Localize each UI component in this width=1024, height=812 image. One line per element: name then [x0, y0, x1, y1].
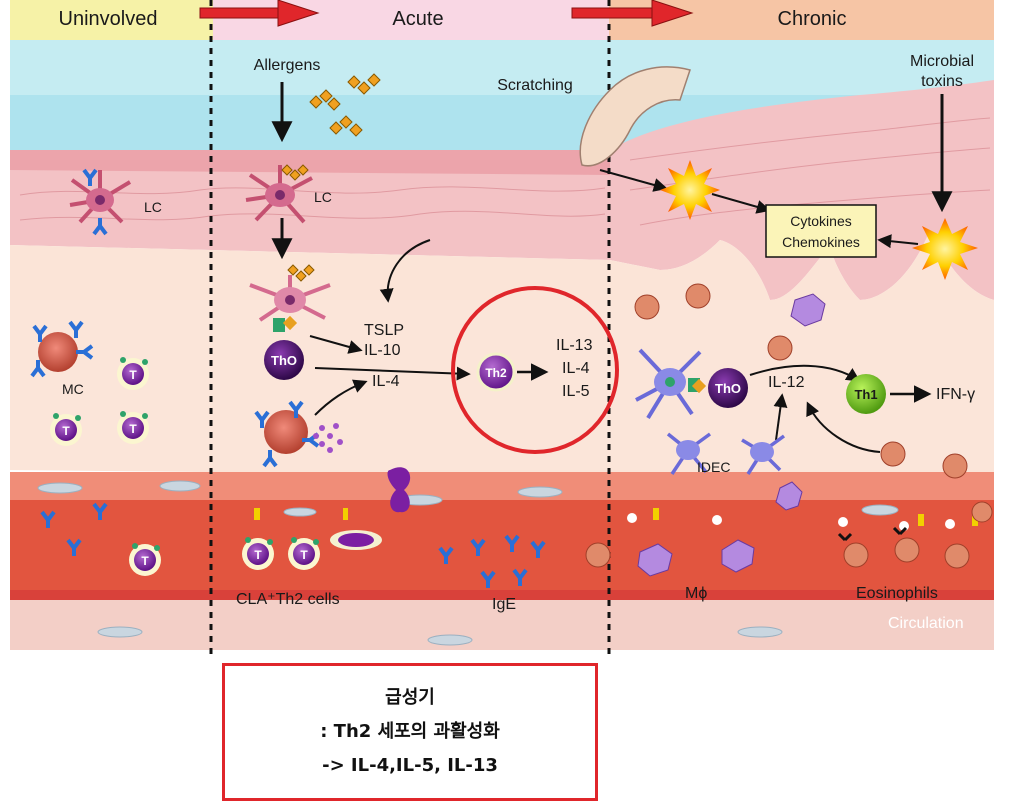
th0-cell-acute [264, 340, 304, 380]
il10-label: IL-10 [364, 342, 401, 359]
dendritic-cell-chronic [635, 348, 702, 420]
ige-uninvolved [40, 502, 108, 556]
scratch-arrow-1 [599, 169, 668, 192]
stage-arrow-1 [199, 0, 320, 27]
stage-uninvolved: Uninvolved [59, 8, 158, 30]
t-label-4: T [141, 554, 149, 568]
th2-highlight-circle [451, 286, 619, 454]
th1-cell [846, 374, 886, 414]
il4-label: IL-4 [372, 373, 400, 390]
t-label-1: T [129, 368, 137, 382]
il12-label: IL-12 [768, 374, 805, 391]
t-label-5: T [254, 548, 262, 562]
allergen-particles [309, 73, 381, 137]
macrophage-dermis [790, 293, 826, 327]
th2-label: Th2 [485, 366, 507, 380]
acute-phase-note: 급성기 : Th2 세포의 과활성화 -> IL-4,IL-5, IL-13 [222, 663, 598, 801]
ige-label: IgE [492, 596, 516, 613]
mast-cell-uninvolved [30, 320, 94, 378]
lc-label-uninvolved: LC [144, 199, 162, 215]
th0-cell-chronic [708, 368, 748, 408]
finger-icon [579, 66, 691, 167]
note-line-2: : Th2 세포의 과활성화 [320, 721, 500, 742]
il4-out-label: IL-4 [562, 360, 590, 377]
t-cell-uninvolved-2 [50, 413, 82, 446]
ifn-label: IFN-γ [936, 386, 975, 403]
mc-label: MC [62, 381, 84, 397]
cla-th2-label: CLA⁺Th2 cells [236, 591, 340, 608]
rolling-t-cell [330, 508, 382, 550]
epidermis [10, 80, 994, 300]
idec-label: IDEC [697, 459, 730, 475]
burst-icon [660, 160, 720, 220]
cytokines-label: Cytokines [790, 213, 851, 229]
t-label-3: T [129, 422, 137, 436]
t-cell-uninvolved-1 [117, 357, 149, 390]
extravasating-cell [387, 467, 411, 513]
stage-acute: Acute [392, 8, 443, 30]
eosinophil-dermis [634, 283, 968, 479]
lc-label-acute: LC [314, 189, 332, 205]
stage-chronic: Chronic [778, 8, 847, 30]
note-line-3: -> IL-4,IL-5, IL-13 [322, 755, 498, 776]
mast-cell-acute [254, 400, 343, 468]
tslp-label: TSLP [364, 322, 404, 339]
lc-cell-acute [245, 164, 313, 224]
circulation-label: Circulation [888, 615, 964, 632]
macrophages-vessel [637, 481, 803, 577]
t-label-2: T [62, 424, 70, 438]
il5-out-label: IL-5 [562, 383, 590, 400]
t-cell-vessel-2 [242, 537, 274, 570]
lc-cell-uninvolved [69, 168, 132, 236]
chemokines-label: Chemokines [782, 234, 860, 250]
th1-label: Th1 [854, 387, 877, 402]
burst-icon [912, 218, 978, 280]
t-cell-uninvolved-3 [117, 411, 149, 444]
t-cell-vessel-1 [129, 543, 161, 576]
stage-arrow-2 [571, 0, 694, 27]
il13-out-label: IL-13 [556, 337, 593, 354]
dendritic-cell-acute [249, 264, 331, 322]
eosinophils-vessel [843, 501, 993, 569]
atopic-dermatitis-diagram: Uninvolved Acute Chronic Allergens Scrat… [10, 0, 994, 660]
t-cell-vessel-3 [288, 537, 320, 570]
ige-acute [438, 534, 546, 588]
microbial-label-1: Microbial [910, 53, 974, 70]
idec-cells [666, 432, 786, 475]
cytokines-box [765, 204, 877, 258]
th0-label-acute: ThO [271, 353, 297, 368]
microbial-label-2: toxins [921, 73, 963, 90]
th0-label-chronic: ThO [715, 381, 741, 396]
th2-cell [476, 352, 516, 392]
macrophage-label: Mϕ [685, 585, 707, 602]
scratching-label: Scratching [497, 77, 573, 94]
allergens-label: Allergens [254, 57, 321, 74]
t-label-6: T [300, 548, 308, 562]
note-title: 급성기 [385, 687, 435, 708]
eosinophils-label: Eosinophils [856, 585, 938, 602]
header-uninvolved [10, 0, 213, 40]
